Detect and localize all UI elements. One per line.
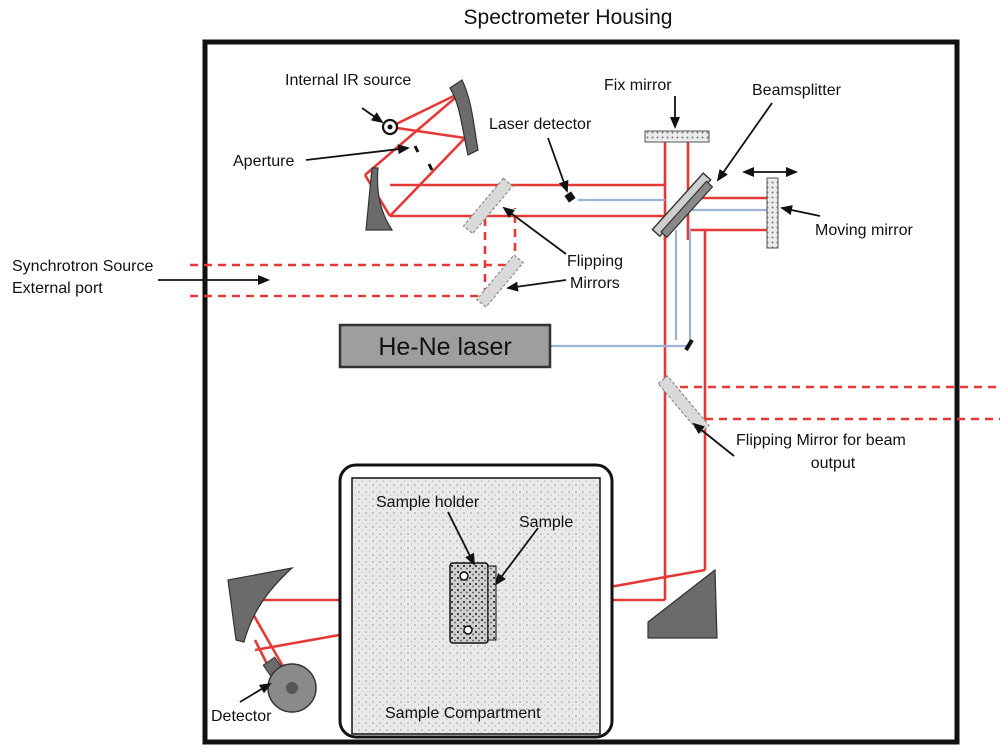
label-flipping-output-1: Flipping Mirror for beam xyxy=(736,432,906,449)
aperture-icon xyxy=(413,145,434,171)
sample-holder-arrow xyxy=(447,511,475,566)
sample-arrow xyxy=(494,527,539,586)
label-synchrotron-2: External port xyxy=(12,280,103,297)
sample-icon xyxy=(487,565,497,641)
label-flipping-output-2: output xyxy=(811,455,856,472)
curved-mirror-icon xyxy=(449,79,479,156)
moving-mirror-arrow xyxy=(780,205,821,217)
aperture-arrow xyxy=(305,144,410,161)
flipping-mirrors-arrow-lower xyxy=(506,279,567,292)
sample-holder-icon xyxy=(449,562,489,644)
label-moving-mirror: Moving mirror xyxy=(815,222,913,239)
label-flipping-mirrors-2: Mirrors xyxy=(570,275,620,292)
page-title: Spectrometer Housing xyxy=(464,6,673,29)
ir-source-icon xyxy=(381,118,399,136)
label-detector: Detector xyxy=(211,708,272,725)
parabolic-mirror-icon xyxy=(365,167,394,231)
synchrotron-beam xyxy=(190,208,517,298)
detector-arrow xyxy=(239,682,272,703)
label-internal-ir-source: Internal IR source xyxy=(285,72,411,89)
laser-beam-paths xyxy=(550,198,770,348)
detector-mirror-icon xyxy=(227,567,294,643)
he-ne-laser-box xyxy=(338,323,552,369)
label-sample: Sample xyxy=(519,514,573,531)
flipping-mirror-lower xyxy=(475,254,525,308)
label-aperture: Aperture xyxy=(233,153,294,170)
ir-source-arrow xyxy=(361,107,384,124)
fix-mirror-icon xyxy=(644,130,710,143)
label-laser-detector: Laser detector xyxy=(489,116,592,133)
label-beamsplitter: Beamsplitter xyxy=(752,82,842,99)
laser-detector-arrow xyxy=(547,137,569,193)
output-mirror-arrow xyxy=(692,422,735,457)
label-flipping-mirrors-1: Flipping xyxy=(567,253,623,270)
flipping-mirrors-arrow-upper xyxy=(502,206,567,255)
label-sample-compartment: Sample Compartment xyxy=(385,705,541,722)
laser-steering-mirror-icon xyxy=(684,338,694,352)
label-sample-holder: Sample holder xyxy=(376,494,480,511)
output-beam xyxy=(680,385,1000,421)
he-ne-laser-label: He-Ne laser xyxy=(378,333,511,361)
label-fix-mirror: Fix mirror xyxy=(604,77,672,94)
beamsplitter-icon xyxy=(651,172,714,239)
label-synchrotron-1: Synchrotron Source xyxy=(12,258,154,275)
moving-mirror-icon xyxy=(766,177,779,249)
detector-icon xyxy=(262,656,317,713)
output-parabolic-mirror-icon xyxy=(647,568,718,639)
laser-detector-icon xyxy=(564,191,576,203)
spectrometer-housing xyxy=(202,39,960,745)
beamsplitter-arrow xyxy=(716,102,773,182)
flipping-mirror-upper xyxy=(462,177,514,235)
